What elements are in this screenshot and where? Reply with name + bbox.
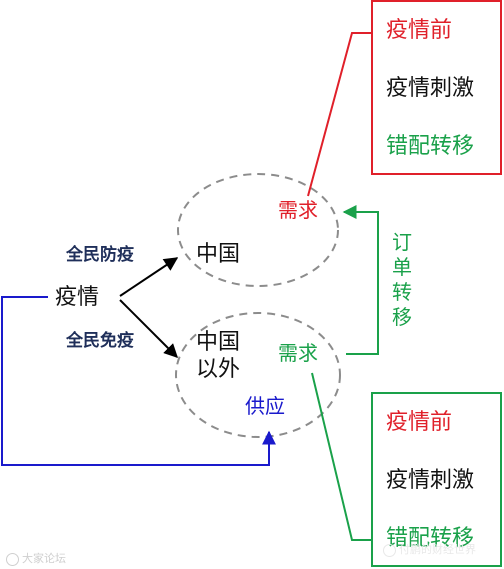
watermark-left: 大家论坛: [6, 550, 66, 566]
immunity-label: 全民免疫: [66, 331, 134, 351]
order-shift-arrow: [342, 205, 379, 355]
watermark-right: 付鹏的财经世界: [383, 541, 476, 557]
feedback-arrow: [1, 296, 276, 466]
top-box-connector: [307, 32, 372, 197]
wechat-icon: [383, 543, 396, 557]
supply-label: 供应: [245, 394, 285, 418]
china-demand-label: 需求: [278, 198, 318, 222]
top-box-pre-epidemic: 疫情前: [386, 18, 453, 43]
top-box-stimulus: 疫情刺激: [386, 76, 475, 101]
order-shift-char-4: 移: [392, 305, 412, 329]
watermark-left-text: 大家论坛: [22, 552, 66, 565]
china-label: 中国: [196, 242, 241, 267]
lockdown-label: 全民防疫: [66, 245, 134, 265]
lockdown-arrow: [119, 257, 179, 297]
outside-china-circle: [175, 312, 341, 438]
bottom-box-mismatch-shift: 错配转移: [386, 526, 475, 551]
order-shift-char-3: 转: [392, 280, 412, 304]
top-box-mismatch-shift: 错配转移: [386, 134, 475, 159]
outside-demand-label: 需求: [278, 341, 318, 365]
china-circle: [177, 173, 339, 287]
watermark-right-text: 付鹏的财经世界: [399, 543, 476, 556]
epidemic-label: 疫情: [55, 285, 100, 310]
outside-china-label-line1: 中国: [196, 330, 241, 355]
watermark-logo-icon: [6, 552, 19, 566]
bottom-box-connector: [311, 372, 372, 541]
top-outcome-box: [371, 0, 502, 175]
immunity-arrow: [119, 299, 178, 358]
bottom-outcome-box: [371, 392, 502, 567]
outside-china-label-line2: 以外: [196, 357, 241, 382]
order-shift-char-2: 单: [392, 255, 412, 279]
bottom-box-stimulus: 疫情刺激: [386, 468, 475, 493]
bottom-box-pre-epidemic: 疫情前: [386, 410, 453, 435]
order-shift-char-1: 订: [392, 230, 412, 254]
